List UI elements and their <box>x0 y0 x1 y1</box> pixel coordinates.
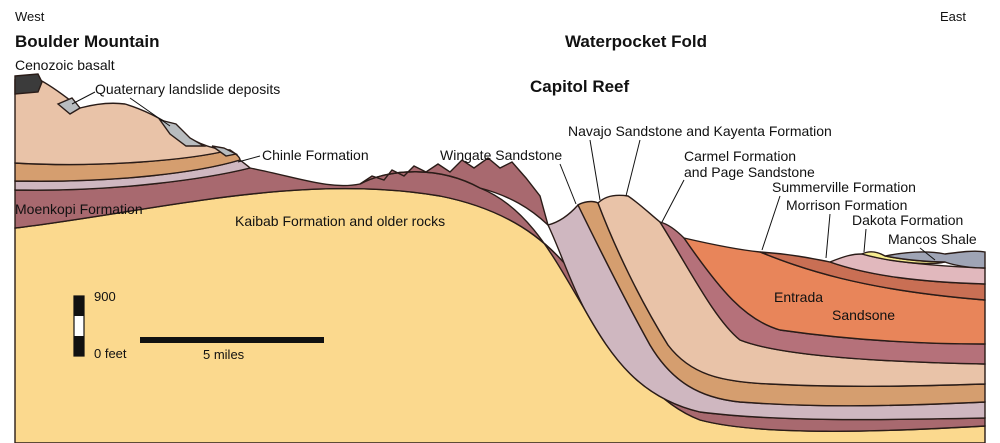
cenozoic-basalt <box>14 73 43 95</box>
landslide-deposit-2 <box>158 118 207 147</box>
label-entrada-2: Sandsone <box>832 307 895 323</box>
label-carmel-2: and Page Sandstone <box>684 164 815 180</box>
label-morrison: Morrison Formation <box>786 197 907 213</box>
label-boulder-mountain: Boulder Mountain <box>15 32 159 51</box>
leader-summerville <box>761 195 781 251</box>
vertical-scale-top: 900 <box>94 289 116 304</box>
landslide-deposit-1 <box>56 97 82 115</box>
leader-chinle <box>237 155 261 163</box>
label-wingate: Wingate Sandstone <box>440 147 562 163</box>
leader-landslide-2 <box>129 97 171 127</box>
label-moenkopi: Moenkopi Formation <box>15 201 143 217</box>
wingate-cliffs <box>359 157 550 228</box>
leader-mancos <box>919 247 936 261</box>
vertical-scale-bar <box>73 295 85 357</box>
label-chinle: Chinle Formation <box>262 147 369 163</box>
label-summerville: Summerville Formation <box>772 179 916 195</box>
morrison-layer <box>828 253 986 285</box>
leader-navajo-2 <box>625 139 641 197</box>
horizontal-scale-label: 5 miles <box>203 347 245 362</box>
leader-wingate <box>559 163 577 205</box>
label-west: West <box>15 9 45 24</box>
label-dakota: Dakota Formation <box>852 212 963 228</box>
label-quaternary-landslide: Quaternary landslide deposits <box>95 81 280 97</box>
label-entrada-1: Entrada <box>774 289 823 305</box>
leader-landslide-1 <box>71 91 96 105</box>
leader-carmel <box>661 179 685 223</box>
horizontal-scale-bar <box>140 337 324 343</box>
leader-dakota <box>863 228 867 253</box>
leader-navajo-1 <box>589 139 601 201</box>
label-east: East <box>940 9 966 24</box>
label-navajo-kayenta: Navajo Sandstone and Kayenta Formation <box>568 123 832 139</box>
label-carmel-1: Carmel Formation <box>684 148 796 164</box>
label-waterpocket-fold: Waterpocket Fold <box>565 32 707 51</box>
vertical-scale-bottom: 0 feet <box>94 346 127 361</box>
landslide-deposit-3 <box>211 145 239 157</box>
label-mancos: Mancos Shale <box>888 231 977 247</box>
leader-morrison <box>825 213 831 259</box>
label-kaibab: Kaibab Formation and older rocks <box>235 213 445 229</box>
label-cenozoic-basalt: Cenozoic basalt <box>15 57 115 73</box>
label-capitol-reef: Capitol Reef <box>530 77 630 96</box>
